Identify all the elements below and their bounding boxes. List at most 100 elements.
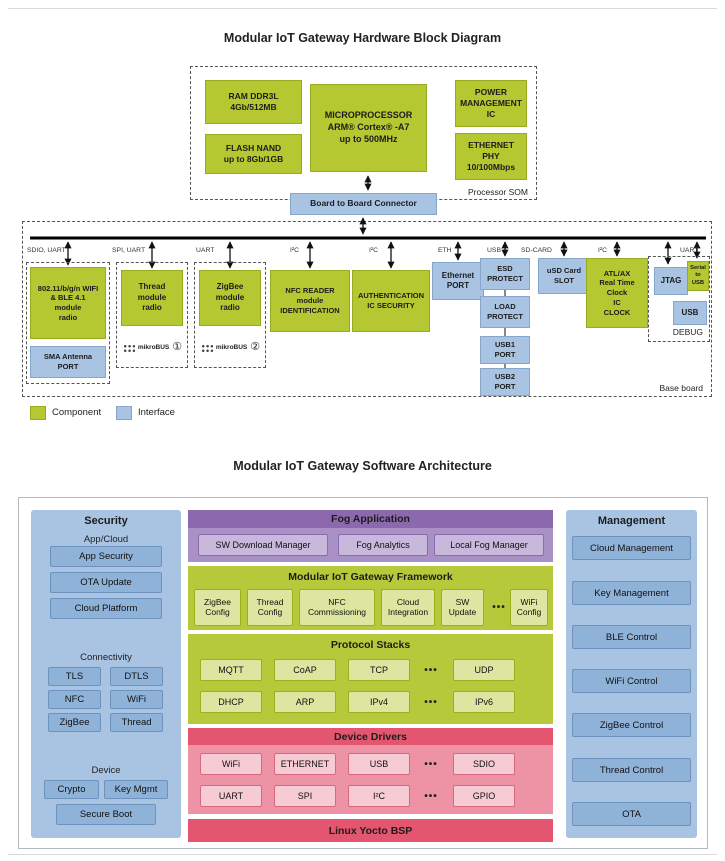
mikrobus-icon — [199, 342, 213, 352]
management-item-zigbee: ZigBee Control — [572, 713, 691, 737]
bottom-rule — [8, 854, 717, 855]
bus-label-i2c-rtc: I²C — [598, 247, 608, 254]
nfc-reader-box: NFC READER module IDENTIFICATION — [270, 270, 350, 332]
protocol-item-udp: UDP — [453, 659, 515, 681]
protocol-ellipsis-1: ••• — [424, 664, 438, 676]
mikrobus-number-2: ② — [250, 340, 261, 353]
mikrobus-connector-1: mikroBUS ① — [121, 334, 183, 360]
rtc-box: ATL/AX Real Time Clock IC CLOCK — [586, 258, 648, 328]
zigbee-module-box: ZigBee module radio — [199, 270, 261, 326]
authentication-ic-box: AUTHENTICATION IC SECURITY — [352, 270, 430, 332]
wifi-module-outline — [26, 262, 110, 384]
protocol-item-arp: ARP — [274, 691, 336, 713]
top-rule — [8, 8, 717, 9]
thread-module-box: Thread module radio — [121, 270, 183, 326]
security-group-connectivity-label: Connectivity — [80, 652, 132, 663]
bus-label-i2c-nfc: I²C — [290, 247, 300, 254]
ethernet-port-box: Ethernet PORT — [432, 262, 484, 300]
framework-item-nfc-commissioning: NFC Commissioning — [299, 589, 375, 626]
load-protect-box: LOAD PROTECT — [480, 296, 530, 328]
legend-component-swatch — [30, 406, 46, 420]
serial-to-usb-box: Serial to USB — [687, 261, 709, 291]
protocol-item-ipv4: IPv4 — [348, 691, 410, 713]
zigbee-module-outline — [194, 262, 266, 368]
driver-item-uart: UART — [200, 785, 262, 807]
usd-card-slot-box: uSD Card SLOT — [538, 258, 590, 294]
legend-component-label: Component — [52, 407, 102, 418]
sma-antenna-port-box: SMA Antenna PORT — [30, 346, 106, 378]
gateway-framework-section: Modular IoT Gateway Framework ZigBee Con… — [188, 566, 553, 630]
linux-yocto-bsp-bar: Linux Yocto BSP — [188, 819, 553, 842]
base-board-label: Base board — [659, 383, 703, 393]
protocol-stacks-section: Protocol Stacks MQTT CoAP TCP ••• UDP DH… — [188, 634, 553, 724]
security-group-app-cloud-label: App/Cloud — [83, 534, 129, 545]
management-column: Management Cloud Management Key Manageme… — [566, 510, 697, 838]
bus-label-sdio-uart: SDIO, UART — [27, 247, 66, 254]
ram-box: RAM DDR3L 4Gb/512MB — [205, 80, 302, 124]
management-title: Management — [597, 515, 666, 527]
management-item-thread: Thread Control — [572, 758, 691, 782]
bus-label-uart-debug: UART — [680, 247, 699, 254]
usb2-port-box: USB2 PORT — [480, 368, 530, 396]
framework-item-cloud-integration: Cloud Integration — [381, 589, 435, 626]
fog-item-fog-analytics: Fog Analytics — [338, 534, 428, 556]
security-item-cloud-platform: Cloud Platform — [50, 598, 162, 619]
wifi-ble-module-box: 802.11/b/g/n WIFI & BLE 4.1 module radio — [30, 267, 106, 339]
ethernet-phy-box: ETHERNET PHY 10/100Mbps — [455, 133, 527, 180]
driver-item-sdio: SDIO — [453, 753, 515, 775]
jtag-box: JTAG — [654, 267, 688, 295]
framework-item-thread-config: Thread Config — [247, 589, 293, 626]
security-column: Security App/Cloud App Security OTA Upda… — [31, 510, 181, 838]
flash-box: FLASH NAND up to 8Gb/1GB — [205, 134, 302, 174]
security-item-zigbee: ZigBee — [48, 713, 101, 732]
security-item-ota-update: OTA Update — [50, 572, 162, 593]
security-item-nfc: NFC — [48, 690, 101, 709]
bus-label-eth: ETH — [438, 247, 452, 254]
driver-item-spi: SPI — [274, 785, 336, 807]
drivers-ellipsis-1: ••• — [424, 758, 438, 770]
security-item-app-security: App Security — [50, 546, 162, 567]
framework-item-zigbee-config: ZigBee Config — [194, 589, 241, 626]
protocol-item-dhcp: DHCP — [200, 691, 262, 713]
driver-item-i2c: I²C — [348, 785, 410, 807]
fog-item-sw-download-manager: SW Download Manager — [198, 534, 328, 556]
processor-som-label: Processor SOM — [468, 187, 528, 197]
security-item-tls: TLS — [48, 667, 101, 686]
bus-label-uart: UART — [196, 247, 215, 254]
drivers-ellipsis-2: ••• — [424, 790, 438, 802]
bus-and-arrows — [30, 175, 706, 368]
framework-ellipsis: ••• — [492, 602, 506, 613]
security-item-wifi: WiFi — [110, 690, 163, 709]
software-architecture-title: Modular IoT Gateway Software Architectur… — [233, 459, 492, 473]
protocol-item-coap: CoAP — [274, 659, 336, 681]
debug-usb-box: USB — [673, 301, 707, 325]
mikrobus-icon — [121, 342, 135, 352]
mikrobus-connector-2: mikroBUS ② — [199, 334, 261, 360]
fog-application-title: Fog Application — [188, 510, 553, 528]
management-item-ble: BLE Control — [572, 625, 691, 649]
fog-item-local-fog-manager: Local Fog Manager — [434, 534, 544, 556]
base-board-outline: Base board — [22, 221, 712, 397]
power-management-box: POWER MANAGEMENT IC — [455, 80, 527, 127]
board-to-board-connector-box: Board to Board Connector — [290, 193, 437, 215]
protocol-ellipsis-2: ••• — [424, 696, 438, 708]
fog-application-section: Fog Application SW Download Manager Fog … — [188, 510, 553, 562]
mikrobus-label: mikroBUS — [215, 343, 248, 351]
bus-label-i2c-auth: I²C — [369, 247, 379, 254]
management-item-ota: OTA — [572, 802, 691, 826]
management-item-key: Key Management — [572, 581, 691, 605]
security-title: Security — [84, 515, 128, 527]
legend-interface-swatch — [116, 406, 132, 420]
management-item-cloud: Cloud Management — [572, 536, 691, 560]
usb1-port-box: USB1 PORT — [480, 336, 530, 364]
debug-outline: JTAG Serial to USB USB DEBUG — [648, 256, 710, 342]
hardware-diagram-title: Modular IoT Gateway Hardware Block Diagr… — [223, 31, 502, 45]
bus-label-sdcard: SD-CARD — [521, 247, 552, 254]
protocol-item-tcp: TCP — [348, 659, 410, 681]
thread-module-outline — [116, 262, 188, 368]
security-item-crypto: Crypto — [44, 780, 99, 799]
management-item-wifi: WiFi Control — [572, 669, 691, 693]
security-item-thread: Thread — [110, 713, 163, 732]
debug-label: DEBUG — [672, 327, 703, 337]
